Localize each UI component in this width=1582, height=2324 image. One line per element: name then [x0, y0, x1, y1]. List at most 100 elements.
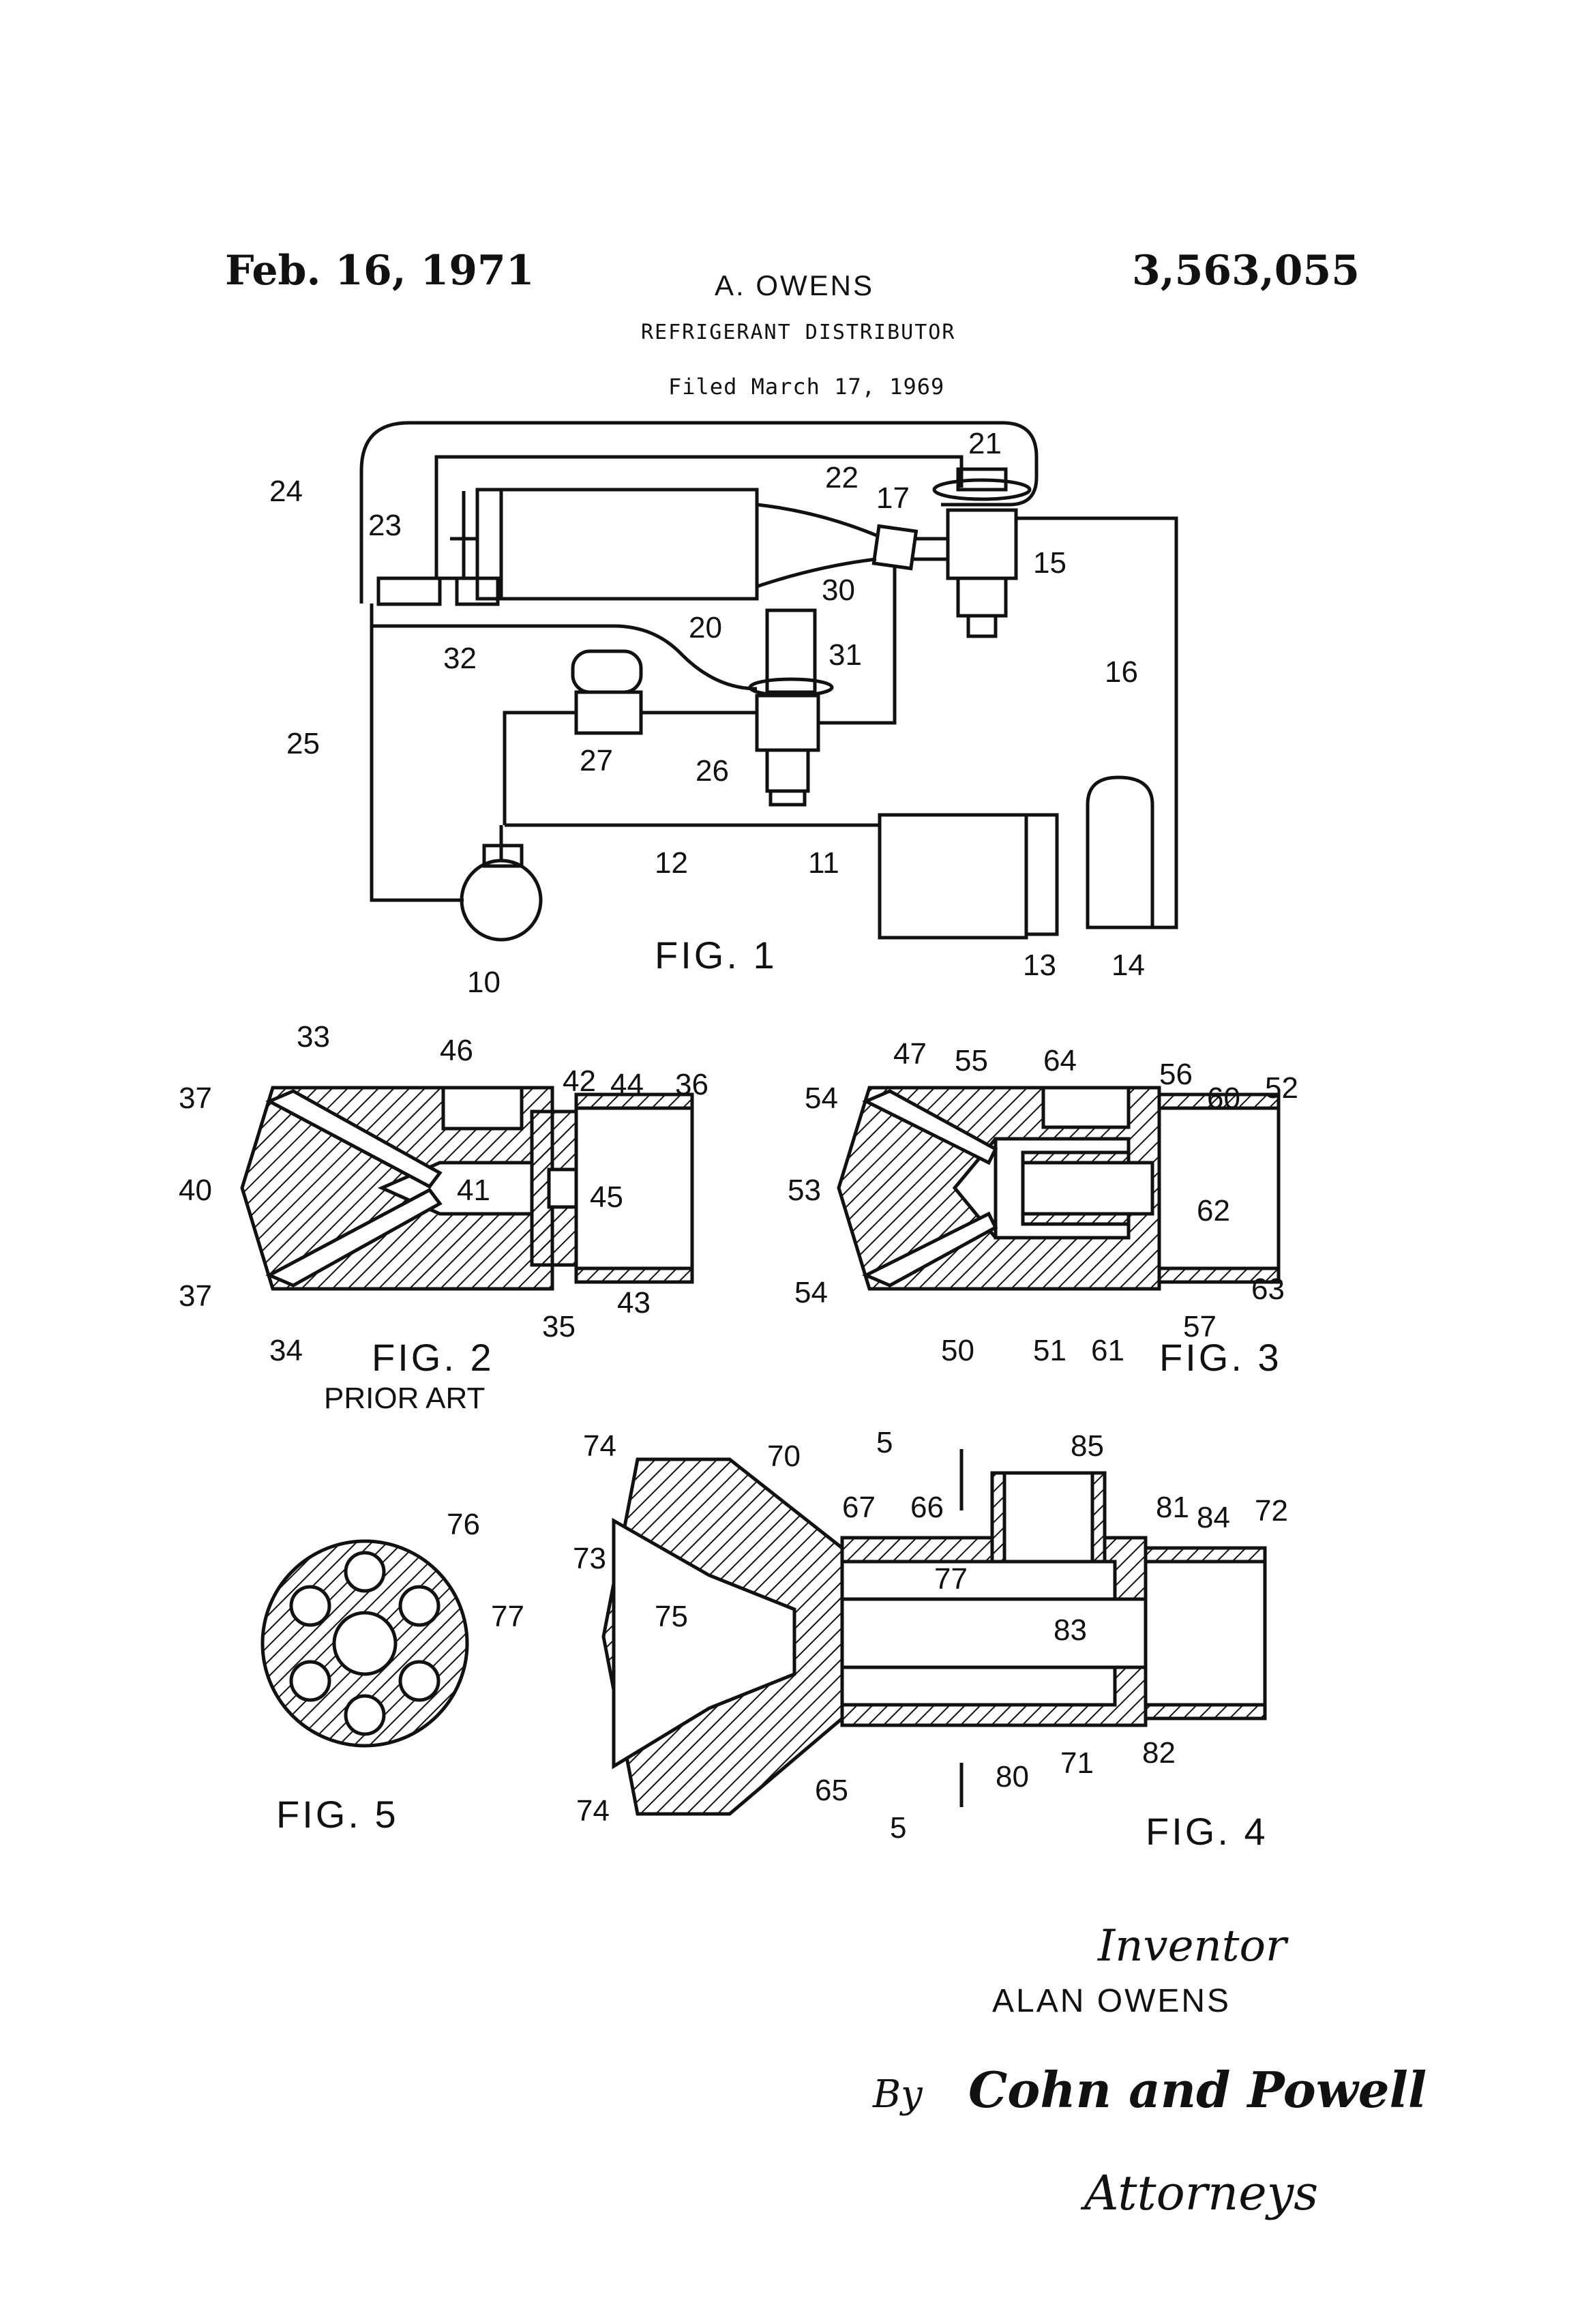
fig3-ref-53: 53 [788, 1174, 821, 1207]
fig4-outlet-72 [1146, 1562, 1265, 1705]
fig2-tube-wall-lower [576, 1268, 692, 1282]
fig4-inlet-wall-l [992, 1473, 1004, 1562]
fig1-ref-12: 12 [655, 846, 688, 880]
fig3-sleeve-upper [1023, 1152, 1129, 1163]
fig1-ref-14: 14 [1111, 949, 1145, 982]
solenoid-27-body [576, 692, 641, 733]
fig2-ref-36: 36 [675, 1068, 708, 1101]
fig1-diagram [361, 423, 1176, 940]
fig1-caption: FIG. 1 [655, 934, 777, 977]
fig2-ref-46: 46 [440, 1034, 473, 1067]
fig1-ref-27: 27 [580, 744, 613, 777]
fig4-ref-65: 65 [815, 1774, 848, 1807]
fig2-subcaption: PRIOR ART [324, 1382, 485, 1415]
fig4-caption: FIG. 4 [1146, 1810, 1268, 1853]
fig4-ref-74: 74 [583, 1429, 616, 1463]
fig5-hole [291, 1662, 329, 1700]
fig3-ref-61: 61 [1091, 1334, 1124, 1367]
fig4-ref-85: 85 [1071, 1429, 1104, 1463]
fig4-ref-5: 5 [876, 1426, 893, 1459]
fig2-ref-40: 40 [179, 1174, 212, 1207]
fig2-ref-41: 41 [457, 1174, 490, 1207]
evaporator-20 [501, 490, 757, 599]
valve-15-lower [958, 578, 1006, 616]
fig5-center-hole [334, 1613, 395, 1674]
fig5-hole [400, 1662, 438, 1700]
fig2-orifice-45 [549, 1170, 576, 1207]
fig2-ref-35: 35 [542, 1310, 576, 1343]
fig4-ref-71: 71 [1060, 1746, 1094, 1780]
fig3-ref-55: 55 [955, 1044, 988, 1077]
fig2-port-46 [443, 1088, 522, 1129]
fig2-ref-42: 42 [563, 1064, 596, 1098]
fig3-sleeve-lower [1023, 1214, 1129, 1224]
fig4-ref-67: 67 [842, 1491, 876, 1524]
fig3-ref-50: 50 [941, 1334, 974, 1367]
fig3-caption: FIG. 3 [1159, 1336, 1282, 1379]
fig1-ref-10: 10 [467, 966, 501, 999]
fig4-ref-80: 80 [996, 1760, 1029, 1793]
fig1-ref-30: 30 [822, 573, 855, 607]
fig3-ref-52: 52 [1265, 1071, 1298, 1105]
fig3-ref-54: 54 [794, 1276, 828, 1309]
fig3-ref-60: 60 [1207, 1082, 1240, 1115]
fig5-ref-77: 77 [491, 1600, 524, 1633]
valve-26-lower [767, 750, 808, 791]
fig3-ref-51: 51 [1033, 1334, 1066, 1367]
fig4-inlet-85 [992, 1473, 1105, 1562]
distributor-17 [874, 526, 916, 569]
fig4-outlet-wall-upper [1146, 1548, 1265, 1562]
fig3-outlet-52 [1159, 1108, 1279, 1268]
fig4-ref-72: 72 [1255, 1494, 1288, 1528]
fig5-hole [346, 1696, 384, 1734]
header-feeds [409, 491, 477, 578]
fig1-ref-13: 13 [1023, 949, 1056, 982]
fig4-ref-66: 66 [910, 1491, 944, 1524]
compressor-10 [462, 861, 541, 940]
fig2-ref-44: 44 [610, 1068, 644, 1101]
fig3-ref-62: 62 [1197, 1194, 1230, 1227]
header-23 [378, 578, 440, 604]
fig4-ref-81: 81 [1156, 1491, 1189, 1524]
attorneys-script: Attorneys [1080, 2165, 1318, 2221]
fig3-ref-54: 54 [805, 1082, 838, 1115]
fig1-ref-15: 15 [1033, 546, 1066, 580]
fig4-ref-82: 82 [1142, 1736, 1176, 1770]
fig1-ref-32: 32 [443, 642, 477, 675]
valve-26-tip [771, 791, 805, 805]
condenser-11 [880, 815, 1026, 938]
fig2-ref-33: 33 [297, 1020, 330, 1054]
fig5-section [263, 1541, 467, 1746]
fig5-hole [400, 1587, 438, 1625]
fig2-ref-34: 34 [269, 1334, 303, 1367]
fig4-ref-5: 5 [890, 1811, 906, 1845]
fig1-ref-16: 16 [1105, 655, 1138, 689]
fig4-ref-84: 84 [1197, 1501, 1230, 1534]
solenoid-27-coil [573, 651, 641, 692]
line-13 [1026, 815, 1057, 934]
fig3-port-64 [1043, 1088, 1129, 1127]
fig2-caption: FIG. 2 [372, 1336, 494, 1379]
fig4-chamber-lower [842, 1667, 1115, 1705]
fig4-ref-73: 73 [573, 1542, 606, 1575]
fig1-ref-25: 25 [286, 727, 320, 760]
fig3-ref-64: 64 [1043, 1044, 1077, 1077]
valve-15-body [948, 510, 1016, 578]
fig2-ref-37: 37 [179, 1279, 212, 1313]
fig5-ref-76: 76 [447, 1508, 480, 1541]
inventor-name: ALAN OWENS [992, 1983, 1231, 2019]
fig5-hole [346, 1553, 384, 1591]
by-script: By [872, 2072, 923, 2117]
fig1-ref-22: 22 [825, 461, 859, 494]
valve-26-body [757, 696, 818, 750]
fig4-ref-77: 77 [934, 1562, 968, 1596]
fig4-tube-83 [842, 1599, 1146, 1667]
fig4-ref-74: 74 [576, 1794, 610, 1828]
fig2-ref-45: 45 [590, 1180, 623, 1214]
fig3-section [839, 1088, 1279, 1289]
fig4-ref-75: 75 [655, 1600, 688, 1633]
fig1-ref-24: 24 [269, 475, 303, 508]
fig4-chamber-upper [842, 1562, 1115, 1599]
attorney-firm: Cohn and Powell [968, 2061, 1427, 2119]
